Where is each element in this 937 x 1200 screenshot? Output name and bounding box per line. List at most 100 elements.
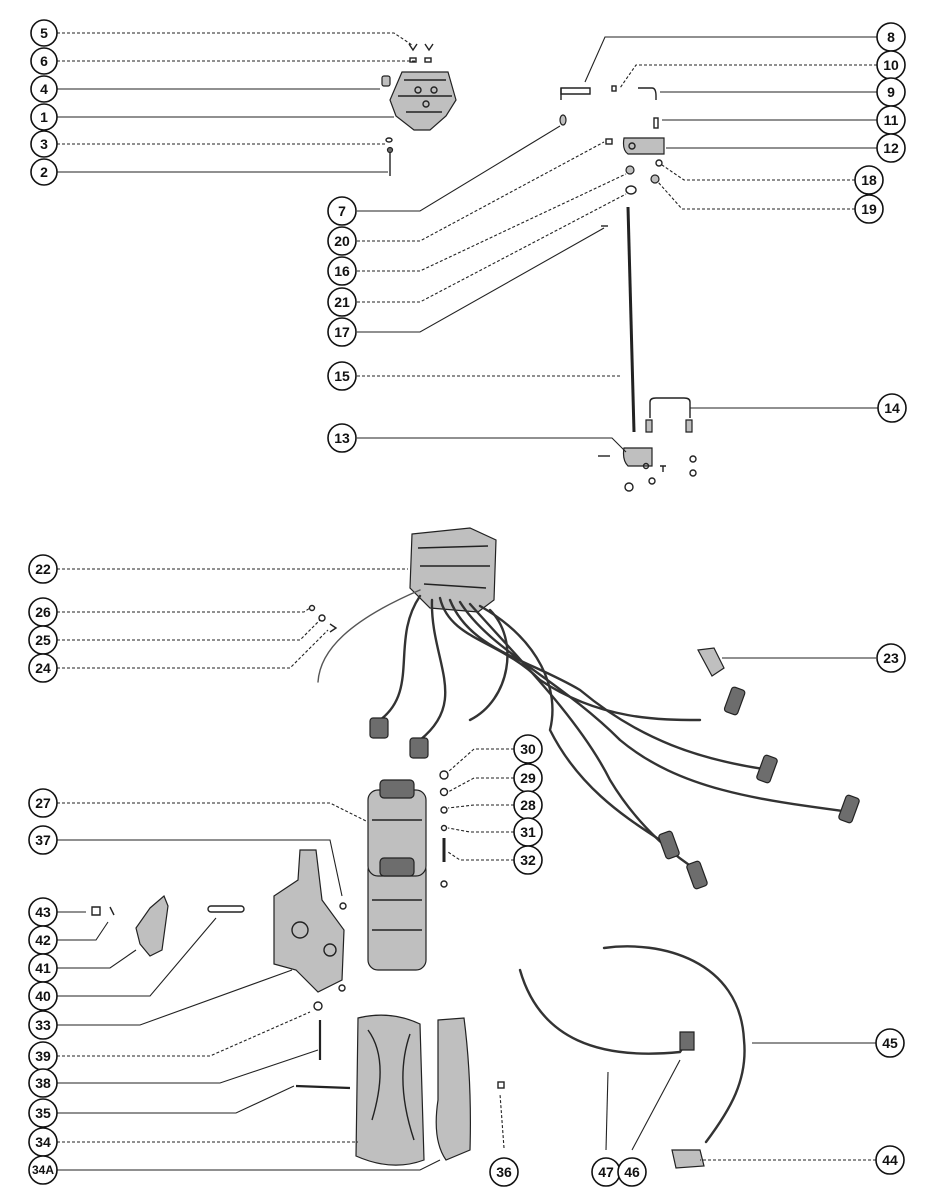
- callout-31: 31: [513, 817, 543, 847]
- svg-text:1: 1: [40, 109, 48, 125]
- svg-text:44: 44: [882, 1152, 898, 1168]
- callout-29: 29: [513, 763, 543, 793]
- callout-22: 22: [28, 554, 58, 584]
- svg-text:27: 27: [35, 795, 51, 811]
- callout-30: 30: [513, 734, 543, 764]
- svg-text:9: 9: [887, 84, 895, 100]
- callout-6: 6: [30, 47, 58, 75]
- svg-text:43: 43: [35, 904, 51, 920]
- callout-7: 7: [327, 196, 357, 226]
- svg-text:39: 39: [35, 1048, 51, 1064]
- callouts: 5 6 4 1 3 2 8 10 9 11 12 18 19 7 20 16 2…: [28, 19, 907, 1187]
- callout-33: 33: [28, 1010, 58, 1040]
- svg-text:14: 14: [884, 400, 900, 416]
- callout-47: 47: [591, 1157, 621, 1187]
- callout-45: 45: [875, 1028, 905, 1058]
- callout-38: 38: [28, 1068, 58, 1098]
- callout-25: 25: [28, 625, 58, 655]
- callout-26: 26: [28, 597, 58, 627]
- callout-37: 37: [28, 825, 58, 855]
- callout-40: 40: [28, 981, 58, 1011]
- svg-text:32: 32: [520, 852, 536, 868]
- callout-11: 11: [876, 105, 906, 135]
- svg-text:41: 41: [35, 960, 51, 976]
- callout-10: 10: [876, 50, 906, 80]
- svg-text:2: 2: [40, 164, 48, 180]
- callout-41: 41: [28, 953, 58, 983]
- svg-text:5: 5: [40, 25, 48, 41]
- svg-text:40: 40: [35, 988, 51, 1004]
- ignition-coils: [367, 770, 449, 971]
- callout-23: 23: [876, 643, 906, 673]
- callout-5: 5: [30, 19, 58, 47]
- svg-text:13: 13: [334, 430, 350, 446]
- svg-text:12: 12: [883, 140, 899, 156]
- svg-text:45: 45: [882, 1035, 898, 1051]
- callout-4: 4: [30, 75, 58, 103]
- coil-bracket-parts: [91, 849, 505, 1166]
- callout-8: 8: [876, 22, 906, 52]
- svg-text:35: 35: [35, 1105, 51, 1121]
- callout-42: 42: [28, 925, 58, 955]
- svg-text:6: 6: [40, 53, 48, 69]
- distributor-cap-parts: [381, 43, 457, 176]
- svg-text:34: 34: [35, 1134, 51, 1150]
- svg-text:18: 18: [861, 172, 877, 188]
- callout-28: 28: [513, 790, 543, 820]
- ignition-harness: [308, 527, 860, 890]
- callout-17: 17: [327, 317, 357, 347]
- svg-text:24: 24: [35, 660, 51, 676]
- svg-text:26: 26: [35, 604, 51, 620]
- svg-text:25: 25: [35, 632, 51, 648]
- throttle-link-parts: [559, 85, 697, 492]
- svg-text:21: 21: [334, 294, 350, 310]
- svg-text:37: 37: [35, 832, 51, 848]
- svg-text:11: 11: [884, 112, 899, 128]
- svg-text:19: 19: [861, 201, 877, 217]
- svg-text:3: 3: [40, 136, 48, 152]
- svg-text:36: 36: [496, 1164, 512, 1180]
- callout-16: 16: [327, 256, 357, 286]
- svg-text:10: 10: [883, 57, 899, 73]
- callout-13: 13: [327, 423, 357, 453]
- callout-44: 44: [875, 1145, 905, 1175]
- svg-text:42: 42: [35, 932, 51, 948]
- svg-text:46: 46: [624, 1164, 640, 1180]
- svg-text:8: 8: [887, 29, 895, 45]
- svg-text:16: 16: [334, 263, 350, 279]
- callout-39: 39: [28, 1041, 58, 1071]
- callout-1: 1: [30, 103, 58, 131]
- svg-text:31: 31: [520, 824, 536, 840]
- callout-34: 34: [28, 1127, 58, 1157]
- svg-text:30: 30: [520, 741, 536, 757]
- callout-15: 15: [327, 361, 357, 391]
- callout-46: 46: [617, 1157, 647, 1187]
- callout-18: 18: [854, 165, 884, 195]
- svg-text:7: 7: [338, 203, 346, 219]
- svg-text:33: 33: [35, 1017, 51, 1033]
- svg-text:22: 22: [35, 561, 51, 577]
- svg-text:38: 38: [35, 1075, 51, 1091]
- callout-32: 32: [513, 845, 543, 875]
- callout-20: 20: [327, 226, 357, 256]
- svg-text:28: 28: [520, 797, 536, 813]
- callout-24: 24: [28, 653, 58, 683]
- callout-34a: 34A: [28, 1155, 58, 1185]
- callout-12: 12: [876, 133, 906, 163]
- callout-36: 36: [489, 1157, 519, 1187]
- svg-text:17: 17: [334, 324, 350, 340]
- svg-text:29: 29: [520, 770, 536, 786]
- svg-text:20: 20: [334, 233, 350, 249]
- callout-3: 3: [30, 130, 58, 158]
- svg-text:15: 15: [334, 368, 350, 384]
- callout-19: 19: [854, 194, 884, 224]
- callout-35: 35: [28, 1098, 58, 1128]
- svg-text:34A: 34A: [32, 1163, 54, 1177]
- callout-9: 9: [876, 77, 906, 107]
- leader-lines: [57, 32, 878, 1171]
- cable-parts: [518, 945, 746, 1169]
- svg-text:4: 4: [40, 81, 48, 97]
- callout-2: 2: [30, 158, 58, 186]
- callout-43: 43: [28, 897, 58, 927]
